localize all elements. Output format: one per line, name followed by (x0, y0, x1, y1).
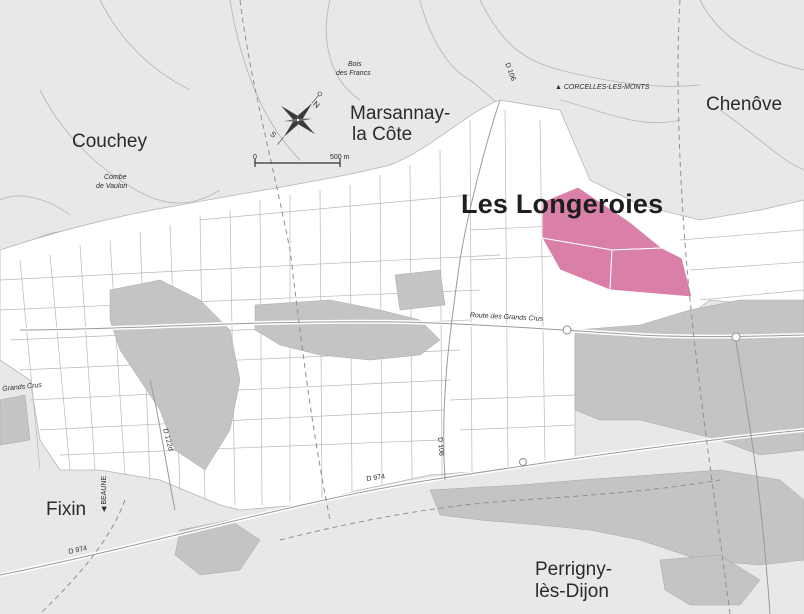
town-label-fixin: Fixin (46, 499, 87, 520)
place-label-bois-line1: Bois (348, 61, 362, 68)
scale-bar-start: 0 (253, 154, 257, 161)
place-label-bois-line2: des Francs (336, 70, 371, 77)
road-label-d108: D 108 (436, 437, 445, 457)
town-label-couchey: Couchey (72, 131, 147, 152)
commune-boundaries (39, 0, 731, 614)
les-longeroies-parcels (541, 186, 693, 298)
roundabout-3 (519, 458, 527, 466)
place-label-beaune: ◀ BEAUNE (101, 475, 108, 512)
compass-rose-icon (277, 91, 323, 145)
scale-bar-end: 500 m (330, 154, 350, 161)
place-label-corcelles: ▲ CORCELLES-LES-MONTS (555, 84, 650, 91)
place-label-combe-line1: Combe (104, 174, 127, 181)
town-label-chenove: Chenôve (706, 94, 783, 115)
town-label-marsannay-line1: Marsannay- (350, 103, 451, 124)
town-label-perrigny-line1: Perrigny- (535, 559, 613, 580)
roundabout-1 (562, 325, 572, 335)
town-label-perrigny-line2: lès-Dijon (535, 581, 609, 602)
town-label-marsannay-line2: la Côte (352, 124, 413, 145)
roundabout-2 (731, 332, 741, 342)
scale-bar (254, 159, 341, 167)
place-label-combe-line2: de Vaulon (96, 183, 128, 190)
main-roads (0, 99, 804, 614)
climat-label-les-longeroies: Les Longeroies (461, 189, 664, 219)
village-areas (0, 269, 804, 606)
